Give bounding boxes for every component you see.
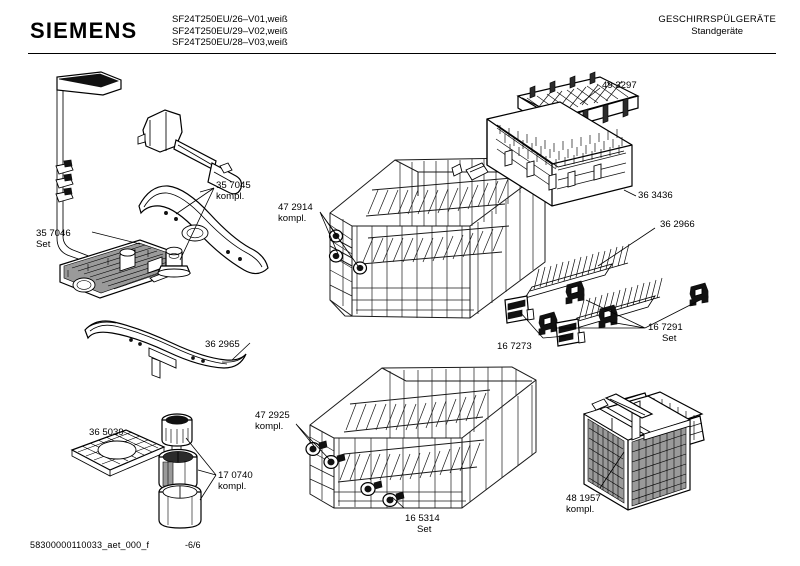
- siemens-logo: SIEMENS: [30, 18, 138, 43]
- glass-holder-tray-art: [486, 101, 633, 207]
- part-label-49-3297: 49 3297: [602, 80, 637, 91]
- part-label-35-7045: 35 7045 kompl.: [216, 180, 251, 203]
- part-number: 36 3436: [638, 190, 673, 201]
- part-label-35-7046: 35 7046 Set: [36, 228, 71, 251]
- part-number: 16 7291: [648, 322, 683, 333]
- model-number-1: SF24T250EU/26–V01,weiß: [172, 14, 288, 25]
- part-number: 49 3297: [602, 80, 637, 91]
- part-number: 35 7045: [216, 180, 251, 191]
- part-label-36-2966: 36 2966: [660, 219, 695, 230]
- part-label-16-5314: 16 5314 Set: [405, 513, 440, 536]
- part-qualifier: Set: [662, 333, 677, 345]
- model-number-2: SF24T250EU/29–V02,weiß: [172, 25, 288, 37]
- part-label-16-7273: 16 7273: [497, 341, 532, 352]
- part-number: 17 0740: [218, 470, 253, 481]
- upper-basket-art: [328, 157, 546, 319]
- part-label-48-1957: 48 1957 kompl.: [566, 493, 601, 516]
- model-number-3: SF24T250EU/28–V03,weiß: [172, 37, 288, 49]
- cutlery-basket-art: [582, 391, 705, 511]
- part-number: 36 5039: [89, 427, 124, 438]
- page-number: -6/6: [185, 540, 201, 550]
- part-number: 47 2914: [278, 202, 313, 213]
- part-qualifier: kompl.: [566, 504, 595, 516]
- part-qualifier: Set: [36, 239, 51, 251]
- category-line-1: GESCHIRRSPÜLGERÄTE: [658, 14, 776, 25]
- model-number-list: SF24T250EU/26–V01,weiß SF24T250EU/29–V02…: [172, 14, 288, 49]
- header-divider: [28, 53, 776, 54]
- part-qualifier: kompl.: [218, 481, 247, 493]
- part-label-36-2965: 36 2965: [205, 339, 240, 350]
- part-qualifier: Set: [417, 524, 432, 536]
- part-number: 35 7046: [36, 228, 71, 239]
- part-label-47-2914: 47 2914 kompl.: [278, 202, 313, 225]
- lower-basket-art: [305, 366, 537, 509]
- part-number: 48 1957: [566, 493, 601, 504]
- category-heading: GESCHIRRSPÜLGERÄTE Standgeräte: [658, 14, 776, 38]
- category-line-2: Standgeräte: [691, 26, 744, 37]
- folding-tine-rack-art: [524, 243, 663, 338]
- leader-lines: [91, 87, 701, 509]
- part-number: 47 2925: [255, 410, 290, 421]
- part-label-47-2925: 47 2925 kompl.: [255, 410, 290, 433]
- part-number: 36 2965: [205, 339, 240, 350]
- micro-filter-assembly-art: [158, 413, 202, 529]
- part-label-16-7291: 16 7291 Set: [648, 322, 683, 345]
- part-qualifier: kompl.: [255, 421, 284, 433]
- sump-filter-plate-art: [59, 239, 183, 299]
- part-label-36-3436: 36 3436: [638, 190, 673, 201]
- part-label-17-0740: 17 0740 kompl.: [218, 470, 253, 493]
- part-qualifier: kompl.: [216, 191, 245, 203]
- part-label-36-5039: 36 5039: [89, 427, 124, 438]
- document-footer-code: 58300000110033_aet_000_f: [30, 540, 150, 550]
- part-qualifier: kompl.: [278, 213, 307, 225]
- part-number: 16 5314: [405, 513, 440, 524]
- part-number: 16 7273: [497, 341, 532, 352]
- part-number: 36 2966: [660, 219, 695, 230]
- retaining-clip-art: [504, 295, 586, 347]
